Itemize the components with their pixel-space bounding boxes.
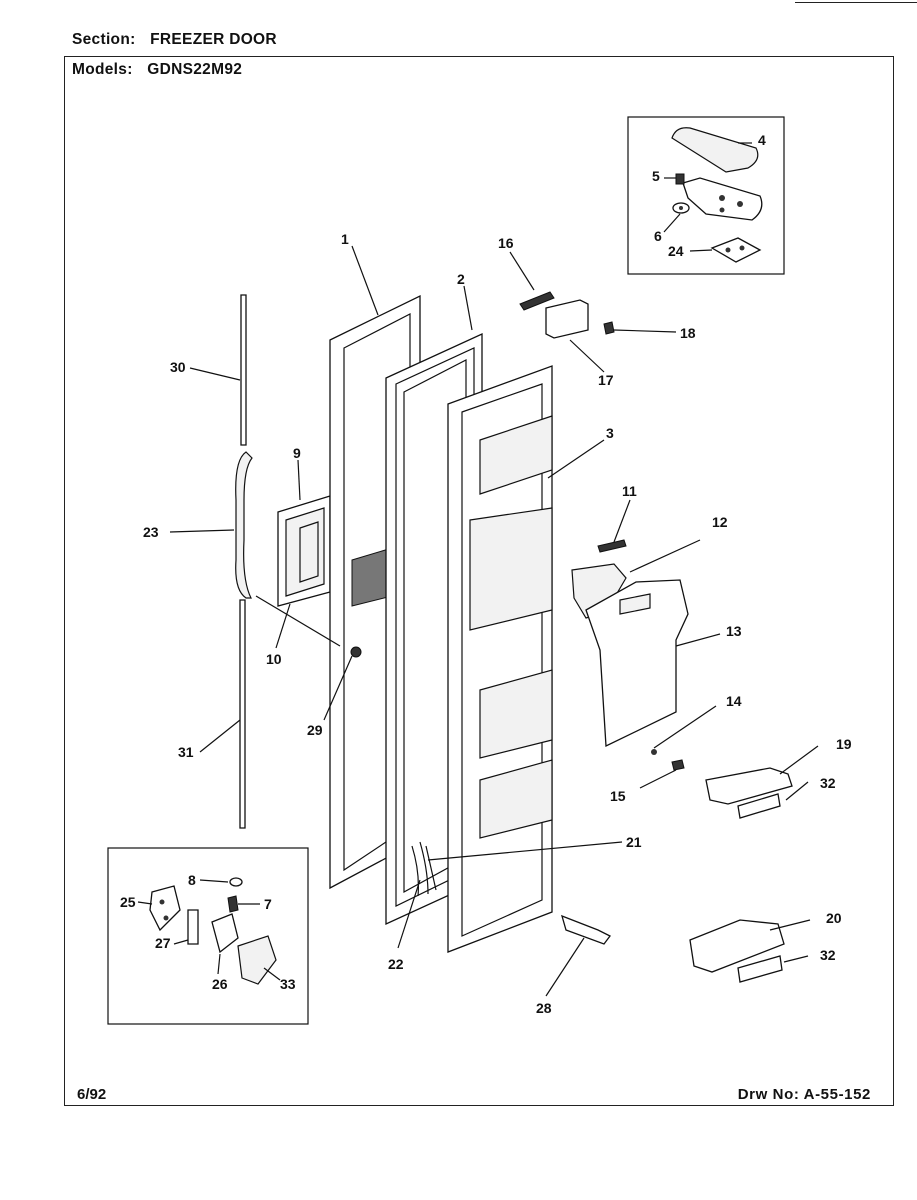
revision-date: 6/92 — [77, 1086, 107, 1103]
callout-12: 12 — [712, 514, 728, 530]
dispenser-panel — [277, 495, 331, 607]
callout-19: 19 — [836, 736, 852, 752]
stop-bracket — [561, 914, 611, 945]
shim-27 — [187, 909, 199, 945]
top-edge-line — [795, 2, 917, 3]
hardware-inset — [107, 847, 309, 1025]
callout-20: 20 — [826, 910, 842, 926]
lower-bin-strip — [737, 955, 783, 983]
hinge-bracket — [519, 291, 555, 311]
callout-21: 21 — [626, 834, 642, 850]
section-header: Section: FREEZER DOOR — [72, 31, 277, 49]
cam-26 — [211, 913, 239, 954]
callout-7: 7 — [264, 896, 272, 912]
callout-1: 1 — [341, 231, 349, 247]
dispenser-rod — [597, 539, 627, 553]
hinge-cover — [671, 127, 759, 173]
wire-harness — [411, 841, 437, 897]
dispenser-screw — [671, 759, 685, 771]
callout-4: 4 — [758, 132, 766, 148]
liner-shelf-lower — [479, 759, 553, 839]
callout-11: 11 — [622, 483, 637, 499]
door-bins — [689, 767, 793, 983]
hinge-block — [545, 299, 589, 339]
callout-32-upper: 32 — [820, 775, 836, 791]
callout-16: 16 — [498, 235, 514, 251]
upper-trim-strip — [240, 294, 247, 446]
callout-5: 5 — [652, 168, 660, 184]
leader-lines — [137, 142, 819, 997]
hardware-inset-border — [107, 847, 309, 1025]
callout-14: 14 — [726, 693, 742, 709]
hinge-shim — [710, 237, 762, 263]
hinge-inset-border — [627, 116, 785, 275]
lower-bin — [689, 919, 785, 973]
callout-25: 25 — [120, 894, 136, 910]
door-handle — [235, 451, 253, 599]
wire-1 — [411, 845, 419, 897]
door-plug — [350, 646, 362, 658]
drawing-number: Drw No: A-55-152 — [737, 1086, 871, 1103]
section-label: Section: — [72, 31, 136, 48]
callout-17: 17 — [598, 372, 614, 388]
top-hinge-parts — [519, 291, 615, 339]
callout-3: 3 — [606, 425, 614, 441]
dispenser-parts — [571, 539, 689, 771]
retainer-clip — [651, 749, 657, 755]
callout-22: 22 — [388, 956, 404, 972]
plug-8 — [229, 877, 243, 887]
callout-9: 9 — [293, 445, 301, 461]
door-liner — [447, 365, 553, 953]
hinge-bracket-25 — [149, 885, 181, 932]
cover-33 — [237, 935, 277, 985]
liner-shelf-dispenser — [469, 507, 553, 631]
callout-32-lower: 32 — [820, 947, 836, 963]
models-value: GDNS22M92 — [147, 61, 243, 78]
callout-28: 28 — [536, 1000, 552, 1016]
section-value: FREEZER DOOR — [150, 31, 277, 48]
hinge-inset — [627, 116, 785, 275]
callout-6: 6 — [654, 228, 662, 244]
diagram-frame — [64, 56, 894, 1106]
callout-26: 26 — [212, 976, 228, 992]
callout-10: 10 — [266, 651, 282, 667]
callout-labels: 1 2 3 4 5 6 7 8 9 10 11 12 13 14 15 16 1… — [120, 132, 852, 1016]
lower-trim-strip — [239, 599, 246, 829]
callout-2: 2 — [457, 271, 465, 287]
models-label: Models: — [72, 61, 133, 78]
callout-8: 8 — [188, 872, 196, 888]
callout-31: 31 — [178, 744, 194, 760]
wire-3 — [425, 845, 437, 891]
dispenser-housing — [585, 579, 689, 748]
callout-13: 13 — [726, 623, 742, 639]
door-stop-bracket — [561, 914, 611, 945]
screw-7 — [227, 895, 239, 913]
hinge-pin — [675, 173, 685, 185]
hinge-screw — [603, 321, 615, 335]
callout-18: 18 — [680, 325, 696, 341]
upper-bin-strip — [737, 793, 781, 819]
liner-shelf-middle — [479, 669, 553, 759]
callout-24: 24 — [668, 243, 684, 259]
upper-bin — [705, 767, 793, 805]
handle-trims — [235, 294, 253, 829]
callout-29: 29 — [307, 722, 323, 738]
callout-23: 23 — [143, 524, 159, 540]
callout-30: 30 — [170, 359, 186, 375]
callout-33: 33 — [280, 976, 296, 992]
callout-15: 15 — [610, 788, 626, 804]
liner-shelf-upper — [479, 415, 553, 495]
wire-2 — [419, 841, 429, 895]
models-header: Models: GDNS22M92 — [72, 61, 242, 79]
callout-27: 27 — [155, 935, 171, 951]
